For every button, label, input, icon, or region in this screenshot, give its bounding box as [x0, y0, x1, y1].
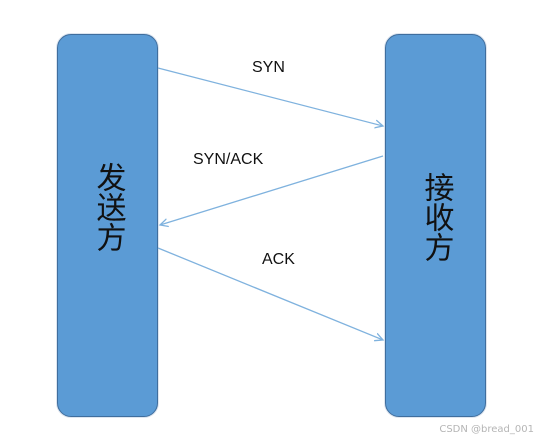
receiver-box: 接收方: [385, 34, 486, 417]
syn-ack-arrow: [160, 155, 384, 225]
syn-label: SYN: [252, 59, 285, 76]
ack-label: ACK: [262, 251, 295, 268]
sender-box: 发送方: [57, 34, 158, 417]
receiver-label: 接收方: [418, 171, 454, 262]
watermark: CSDN @bread_001: [439, 424, 534, 435]
ack-arrow: [157, 247, 383, 340]
sender-label: 发送方: [90, 161, 126, 252]
syn-arrow: [157, 67, 383, 126]
syn-ack-label: SYN/ACK: [193, 151, 264, 168]
